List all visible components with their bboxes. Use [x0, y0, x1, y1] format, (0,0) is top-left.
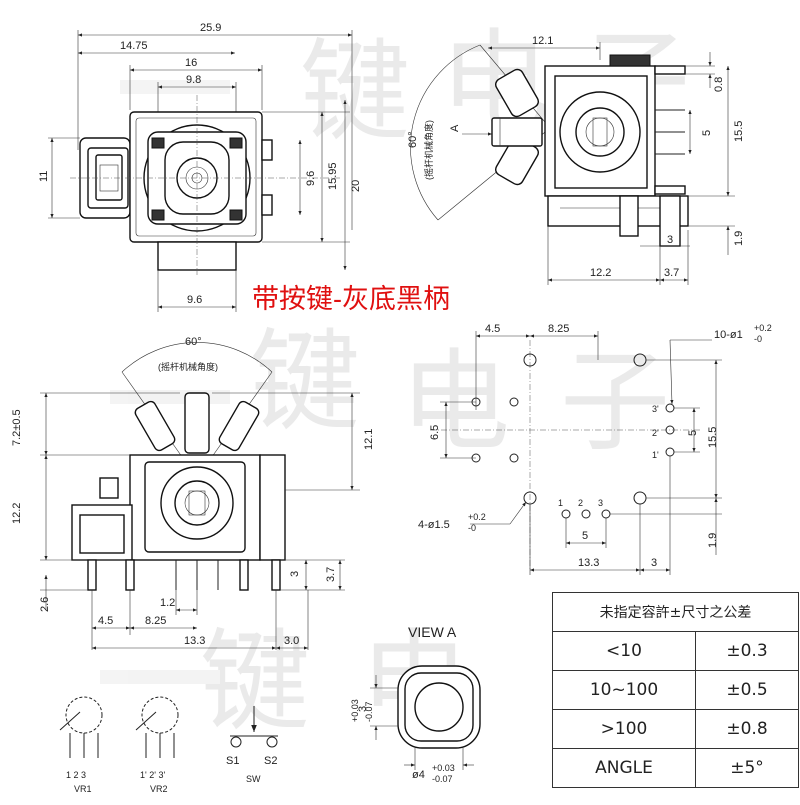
- watermark-char: 键: [250, 321, 360, 444]
- side-angle-caption: (摇杆机械角度): [423, 120, 434, 180]
- side-dim-1-9: 1.9: [733, 231, 745, 246]
- tolerance-row: <10 ±0.3: [552, 631, 799, 671]
- tolerance-value: ±0.5: [695, 670, 799, 710]
- tolerance-range: ANGLE: [552, 748, 696, 788]
- dim-9-8: 9.8: [186, 74, 201, 86]
- pcb-pin-1: 1: [558, 498, 563, 508]
- dim-15-95: 15.95: [327, 162, 339, 190]
- pcb-hole-small-tol-top: +0.2: [754, 323, 772, 333]
- front-view: 60° (摇杆机械角度) 7.2±0.5: [11, 336, 375, 650]
- view-marker-a: A: [449, 124, 461, 132]
- dim-9-6-right: 9.6: [305, 171, 317, 186]
- view-a-title: VIEW A: [408, 624, 457, 640]
- pcb-hole-small: 10-ø1: [714, 329, 743, 341]
- view-a-dim-3-tol-top: +0.03: [350, 699, 360, 722]
- front-dim-3: 3: [289, 571, 301, 577]
- pcb-pin-3p: 3': [652, 404, 659, 414]
- watermark-char: 电: [400, 341, 510, 464]
- schematic: 1 2 3 VR1 1' 2' 3' VR2 S1 S2 SW: [59, 696, 278, 794]
- pcb-dim-4-5: 4.5: [485, 323, 500, 335]
- vr2-label: VR2: [150, 784, 168, 794]
- sw-s1: S1: [226, 755, 239, 767]
- pcb-pin-3: 3: [598, 498, 603, 508]
- side-angle: 60°: [407, 131, 419, 148]
- dim-20: 20: [350, 180, 362, 192]
- pcb-hole-small-tol-bottom: -0: [754, 334, 762, 344]
- tolerance-row: 10~100 ±0.5: [552, 670, 799, 710]
- pcb-dim-5-bottom: 5: [582, 530, 588, 542]
- pcb-hole-large-tol-bottom: -0: [468, 523, 476, 533]
- tolerance-value: ±0.3: [695, 631, 799, 671]
- side-dim-0-8: 0.8: [713, 77, 725, 92]
- tolerance-row: ANGLE ±5°: [552, 748, 799, 788]
- dim-16: 16: [185, 57, 197, 69]
- tolerance-range: 10~100: [552, 670, 696, 710]
- front-dim-2-6: 2.6: [39, 597, 51, 612]
- pcb-dim-3: 3: [651, 557, 657, 569]
- pcb-dim-5: 5: [687, 430, 699, 436]
- title-red: 带按键-灰底黑柄: [252, 284, 450, 314]
- dim-25-9: 25.9: [200, 22, 221, 34]
- front-dim-1-2: 1.2: [160, 597, 175, 609]
- pcb-dim-8-25: 8.25: [548, 323, 569, 335]
- dim-14-75: 14.75: [120, 40, 148, 52]
- dim-9-6-bottom: 9.6: [187, 294, 202, 306]
- front-dim-3-0: 3.0: [284, 635, 299, 647]
- front-angle: 60°: [185, 336, 202, 348]
- view-a-dim-3-tol-bottom: -0.07: [364, 701, 374, 722]
- pcb-dim-1-9: 1.9: [707, 533, 719, 548]
- top-view: 25.9 14.75 16 9.8: [38, 22, 362, 312]
- side-dim-3: 3: [667, 234, 673, 246]
- pcb-layout: 4.5 8.25 3' 2' 1' 1 2 3 6.5: [418, 323, 772, 575]
- tolerance-range: >100: [552, 709, 696, 749]
- front-dim-12-2: 12.2: [11, 503, 23, 524]
- vr1-label: VR1: [74, 784, 92, 794]
- view-a-dim-4: ø4: [412, 769, 425, 781]
- side-dim-12-2: 12.2: [590, 267, 611, 279]
- pcb-dim-6-5: 6.5: [429, 425, 441, 440]
- pcb-pin-2p: 2': [652, 428, 659, 438]
- sw-s2: S2: [264, 755, 277, 767]
- side-dim-15-5: 15.5: [733, 121, 745, 142]
- view-a-dim-4-tol-bottom: -0.07: [432, 774, 453, 784]
- pcb-hole-large: 4-ø1.5: [418, 519, 450, 531]
- front-dim-13-3: 13.3: [184, 635, 205, 647]
- pcb-pin-1p: 1': [652, 450, 659, 460]
- tolerance-range: <10: [552, 631, 696, 671]
- front-dim-3-7: 3.7: [325, 567, 337, 582]
- view-a: VIEW A 3 +0.03 -0.07 ø4 +0.03 -0.07: [350, 624, 481, 784]
- dim-11: 11: [38, 171, 50, 182]
- side-view: 60° (摇杆机械角度) A 12.1: [407, 35, 745, 285]
- pcb-dim-15-5: 15.5: [707, 427, 719, 448]
- watermark-char: 子: [560, 341, 670, 464]
- side-dim-12-1: 12.1: [532, 35, 553, 47]
- front-dim-12-1: 12.1: [363, 429, 375, 450]
- vr2-pins: 1' 2' 3': [140, 770, 165, 780]
- front-dim-7-2: 7.2±0.5: [11, 409, 23, 446]
- watermark-char: 键: [200, 621, 310, 744]
- front-angle-caption: (摇杆机械角度): [158, 361, 218, 372]
- watermark-char: 键: [300, 31, 410, 154]
- view-a-dim-4-tol-top: +0.03: [432, 763, 455, 773]
- pcb-dim-13-3: 13.3: [578, 557, 599, 569]
- pcb-pin-2: 2: [578, 498, 583, 508]
- tolerance-row: >100 ±0.8: [552, 709, 799, 749]
- tolerance-header-row: 未指定容許±尺寸之公差: [552, 592, 799, 632]
- front-dim-4-5: 4.5: [98, 615, 113, 627]
- side-dim-3-7: 3.7: [664, 267, 679, 279]
- side-dim-5: 5: [701, 130, 713, 136]
- view-a-dim-3: 3: [357, 706, 369, 712]
- tolerance-value: ±5°: [695, 748, 799, 788]
- tolerance-header: 未指定容許±尺寸之公差: [552, 592, 799, 632]
- sw-label: SW: [246, 774, 261, 784]
- tolerance-value: ±0.8: [695, 709, 799, 749]
- tolerance-table: 未指定容許±尺寸之公差 <10 ±0.3 10~100 ±0.5 >100 ±0…: [552, 592, 799, 788]
- front-dim-8-25: 8.25: [145, 615, 166, 627]
- vr1-pins: 1 2 3: [66, 770, 86, 780]
- pcb-hole-large-tol-top: +0.2: [468, 512, 486, 522]
